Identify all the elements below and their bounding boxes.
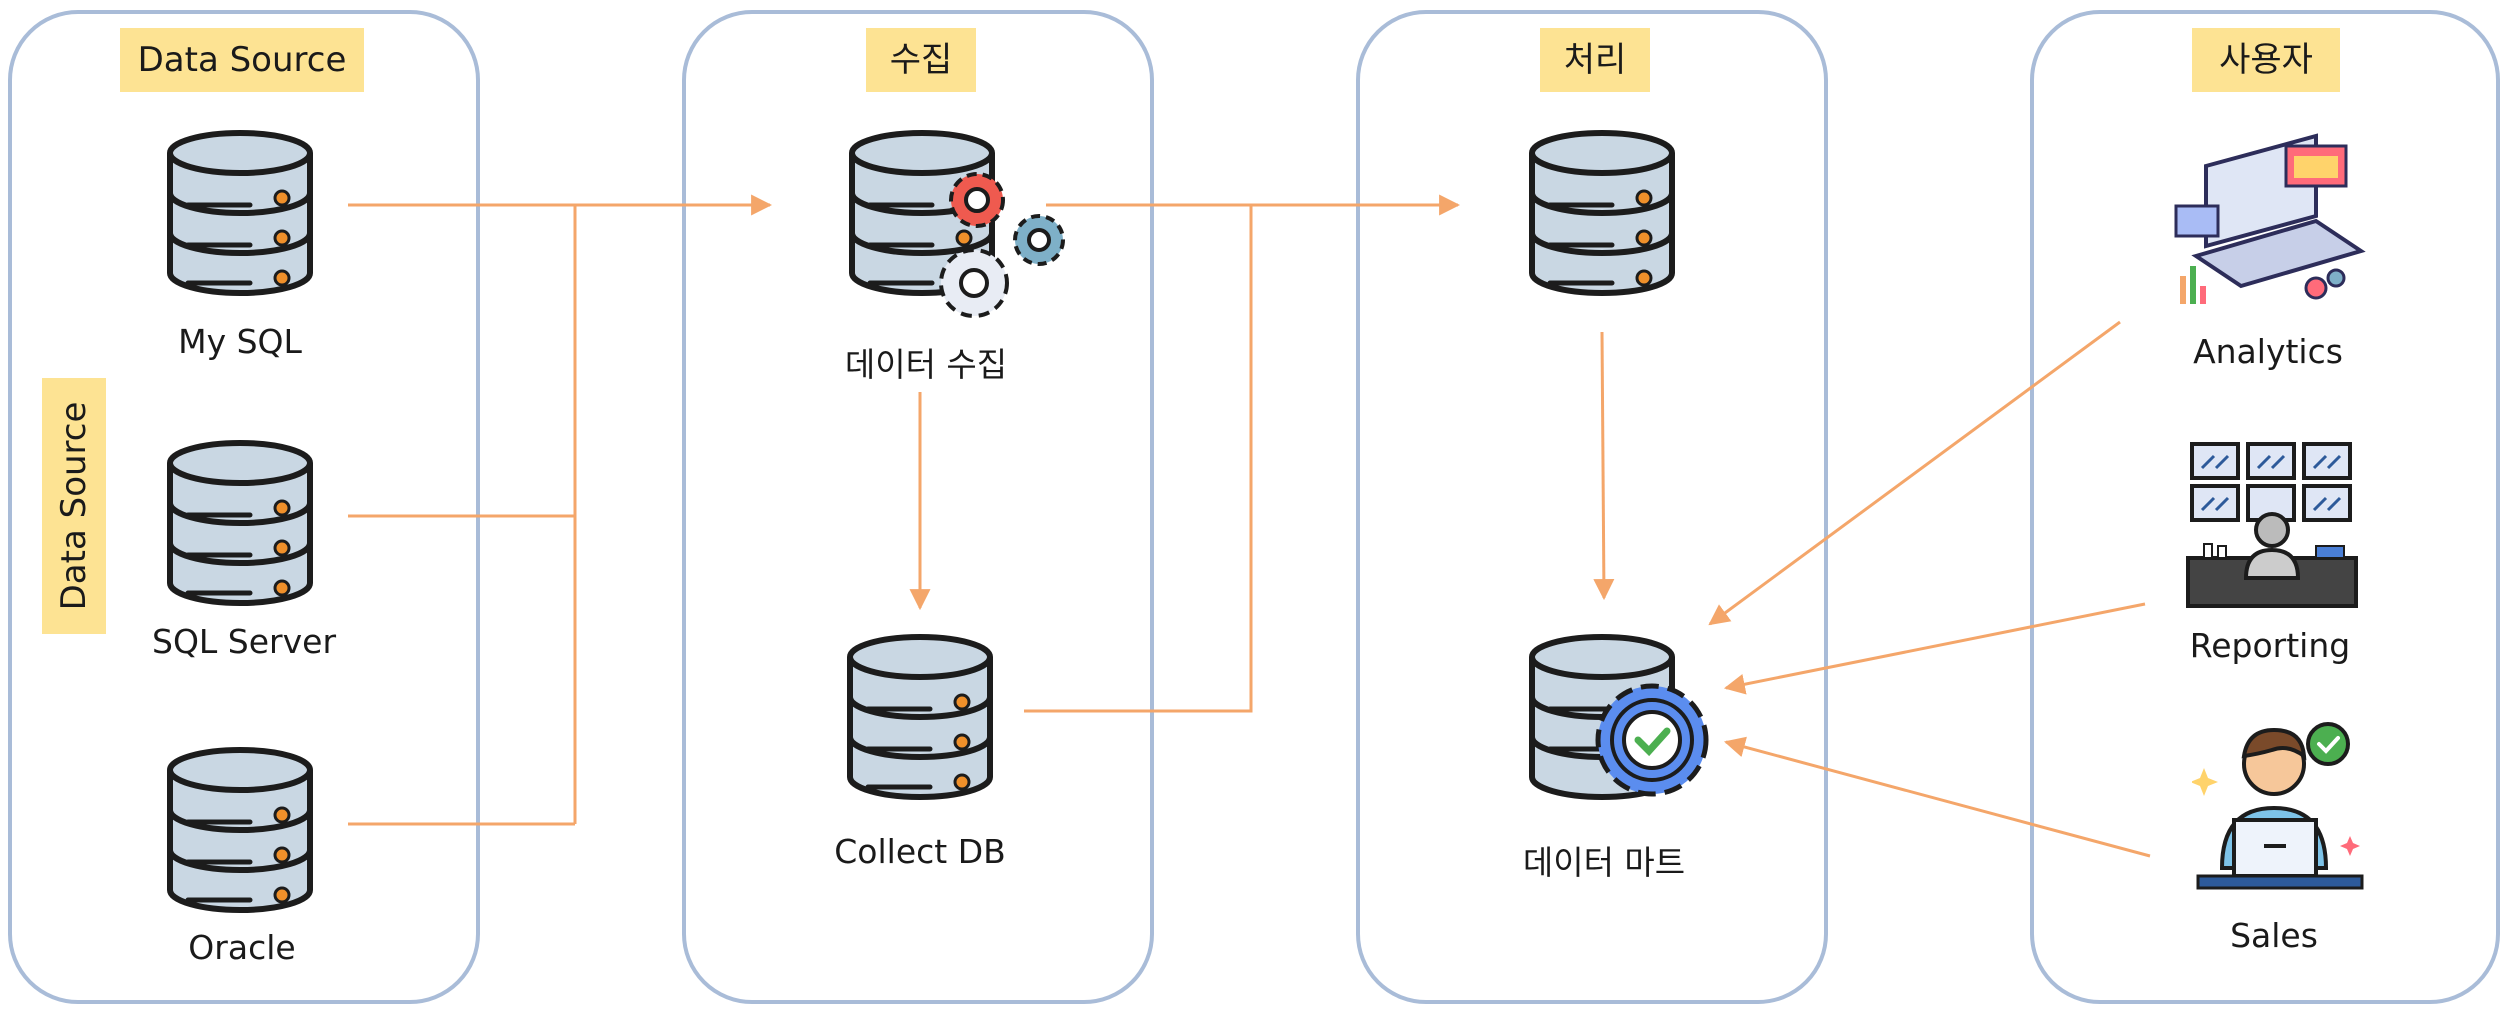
reporting-monitor-wall-icon: [2186, 442, 2358, 608]
arrow-process-to-mart: [1593, 331, 1615, 601]
arrow-sales-to-mart: [1723, 736, 2151, 858]
database-icon-collect-db: [847, 634, 993, 800]
side-label-data-source: Data Source: [42, 378, 106, 634]
label-collect-db: Collect DB: [834, 832, 1006, 871]
label-analytics: Analytics: [2193, 332, 2343, 371]
label-data-collection: 데이터 수집: [844, 345, 1008, 384]
label-sql-server: SQL Server: [151, 622, 337, 661]
database-icon-sqlserver: [167, 440, 313, 606]
label-reporting: Reporting: [2189, 626, 2351, 665]
analytics-laptop-icon: [2174, 133, 2366, 304]
data-collection-gears-icon: [849, 130, 1065, 318]
label-data-mart: 데이터 마트: [1522, 843, 1686, 882]
panel-title-user: 사용자: [2192, 28, 2340, 92]
sales-person-laptop-icon: [2192, 722, 2364, 890]
line-collectdb: [1024, 205, 1253, 713]
arrow-reporting-to-mart: [1723, 602, 2146, 695]
panel-title-process: 처리: [1540, 28, 1650, 92]
label-sales: Sales: [2230, 916, 2318, 955]
database-icon-processing: [1529, 130, 1675, 296]
database-icon-mysql: [167, 130, 313, 296]
arrow-analytics-to-mart: [1708, 320, 2121, 626]
panel-title-collect: 수집: [866, 28, 976, 92]
label-oracle: Oracle: [188, 928, 296, 967]
label-mysql: My SQL: [178, 322, 302, 361]
database-icon-oracle: [167, 747, 313, 913]
panel-title-data-source: Data Source: [120, 28, 364, 92]
data-mart-gear-check-icon: [1529, 634, 1709, 800]
